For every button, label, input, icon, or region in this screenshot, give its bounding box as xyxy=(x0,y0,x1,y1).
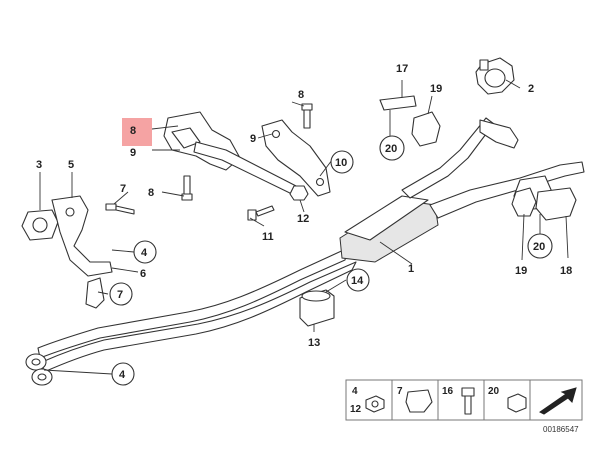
callout-7: 7 xyxy=(117,289,123,301)
callout-circle-20b xyxy=(527,233,553,259)
callout-circle-4a xyxy=(133,240,157,264)
bolt-top xyxy=(301,103,313,129)
kit-label-12: 12 xyxy=(350,404,362,415)
callout-16: 14 xyxy=(351,275,364,287)
callout-circle-4b xyxy=(111,362,135,386)
rear-bracket xyxy=(511,187,577,221)
upper-hanger xyxy=(379,95,441,147)
callout-4a: 4 xyxy=(141,247,148,259)
callout-8-center: 8 xyxy=(148,187,154,199)
callout-19b: 19 xyxy=(515,265,527,277)
callout-13: 11 xyxy=(262,231,274,243)
callout-20b: 20 xyxy=(533,241,545,253)
support-bracket xyxy=(51,195,113,277)
callout-6: 6 xyxy=(140,268,146,280)
callout-circle-20a xyxy=(379,135,405,161)
heat-shield-bracket xyxy=(163,111,301,197)
callout-1: 1 xyxy=(408,263,414,275)
callout-circle-7 xyxy=(109,282,133,306)
callout-15: 13 xyxy=(308,337,320,349)
callouts: 8 9 8 9 10 8 7 12 11 3 5 4 6 7 4 1 2 17 … xyxy=(36,63,572,386)
flange-gasket xyxy=(21,209,59,241)
callout-17: 17 xyxy=(396,63,408,75)
exhaust-pipe-assembly xyxy=(25,117,585,386)
callout-8-left: 7 xyxy=(120,183,126,195)
mounting-plate xyxy=(261,119,331,197)
kit-label-4: 4 xyxy=(352,386,358,397)
nut-14 xyxy=(289,185,309,201)
callout-4b: 4 xyxy=(119,369,126,381)
callout-5: 5 xyxy=(68,159,74,171)
callout-12: 10 xyxy=(335,157,347,169)
callout-2: 2 xyxy=(528,83,534,95)
rubber-mount-15 xyxy=(299,289,335,327)
parts-kit-legend: 4 12 7 16 20 00186547 xyxy=(345,379,583,434)
hanger-strap xyxy=(85,277,105,309)
bolt-left xyxy=(105,203,135,215)
highlight-10-11 xyxy=(122,118,152,146)
bolt-lower xyxy=(247,205,275,221)
callout-19a: 19 xyxy=(430,83,442,95)
bolt-head-icon xyxy=(461,387,475,397)
kit-label-20: 20 xyxy=(488,386,500,397)
kit-label-16: 16 xyxy=(442,386,454,397)
kit-label-7: 7 xyxy=(397,386,403,397)
pipe-clamp xyxy=(475,57,515,95)
clip-icon xyxy=(405,389,433,413)
callout-20a: 20 xyxy=(385,143,397,155)
callout-circle-12 xyxy=(330,150,354,174)
bolt-shank-icon xyxy=(464,395,472,415)
nut-hole-icon xyxy=(371,400,379,408)
callout-circle-16 xyxy=(346,268,370,292)
callout-3: 3 xyxy=(36,159,42,171)
callout-9: 9 xyxy=(250,133,256,145)
callout-14: 12 xyxy=(297,213,309,225)
reference-number: 00186547 xyxy=(543,425,579,434)
callout-11: 9 xyxy=(130,147,136,159)
arrow-icon xyxy=(539,387,577,415)
leader-lines xyxy=(39,79,569,375)
bolt-center xyxy=(181,175,193,201)
callout-18: 18 xyxy=(560,265,572,277)
callout-8-top: 8 xyxy=(298,89,304,101)
callout-10: 8 xyxy=(130,125,136,137)
grommet-icon xyxy=(507,393,527,413)
